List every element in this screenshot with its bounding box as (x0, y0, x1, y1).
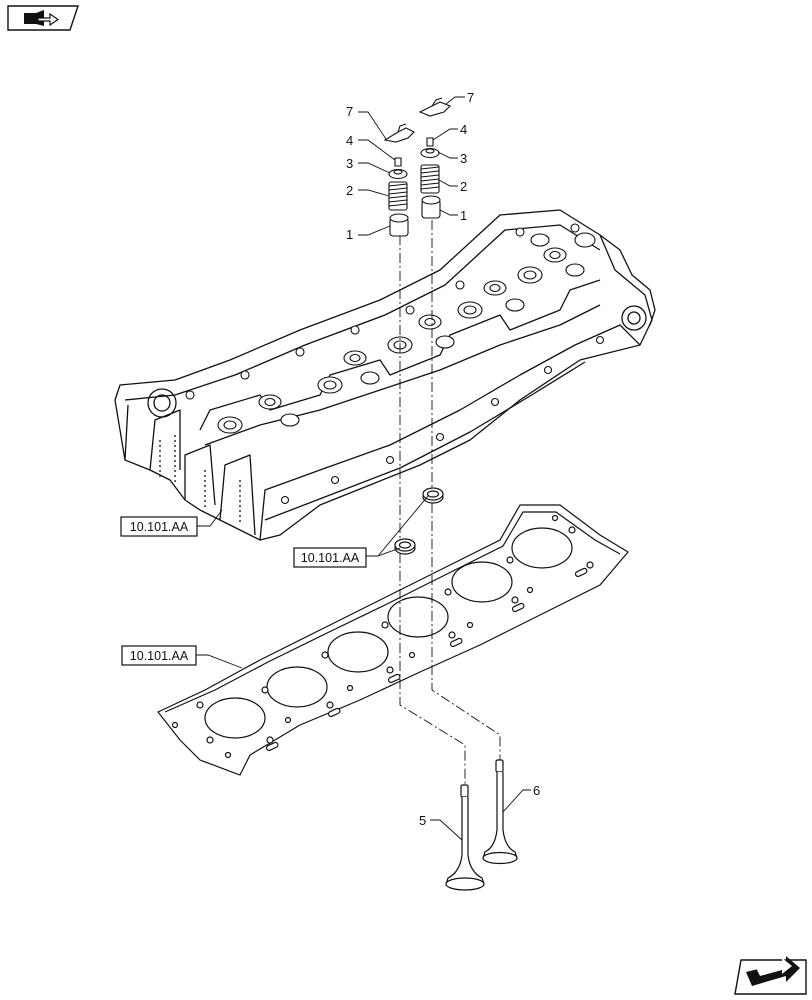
head-gasket (157, 504, 629, 776)
callout-4-left: 4 (346, 133, 353, 148)
ref-cylinder-head[interactable]: 10.101.AA (120, 516, 198, 537)
callout-7-left: 7 (346, 104, 353, 119)
book-arrow-icon (24, 10, 60, 27)
ref-head-gasket[interactable]: 10.101.AA (121, 645, 197, 666)
callout-3-left: 3 (346, 156, 353, 171)
valve-seat-rings (394, 487, 444, 555)
callout-7-right: 7 (467, 90, 474, 105)
callout-labels: 7 4 3 2 1 7 4 3 2 1 5 6 (346, 90, 540, 828)
callout-2-right: 2 (460, 179, 467, 194)
callout-2-left: 2 (346, 183, 353, 198)
exhaust-valve (445, 784, 485, 891)
ref-valve-seats[interactable]: 10.101.AA (293, 547, 367, 568)
callout-1-left: 1 (346, 227, 353, 242)
ref-valve-seats-label: 10.101.AA (301, 551, 360, 565)
callout-1-right: 1 (460, 208, 467, 223)
valve-train-left (383, 123, 415, 237)
cylinder-head-details (185, 223, 605, 505)
top-nav-badge[interactable] (7, 5, 79, 31)
cylinder-head (114, 209, 656, 541)
next-page-badge[interactable] (734, 956, 807, 995)
callout-4-right: 4 (460, 122, 467, 137)
ref-head-gasket-label: 10.101.AA (130, 649, 189, 663)
intake-valve (482, 759, 518, 865)
callout-5: 5 (419, 813, 426, 828)
leader-lines (196, 96, 531, 841)
next-page-arrow-icon (746, 956, 800, 986)
ref-cylinder-head-label: 10.101.AA (130, 520, 189, 534)
centerlines (399, 220, 501, 785)
valve-train-right (418, 97, 451, 219)
callout-3-right: 3 (460, 151, 467, 166)
callout-6: 6 (533, 783, 540, 798)
